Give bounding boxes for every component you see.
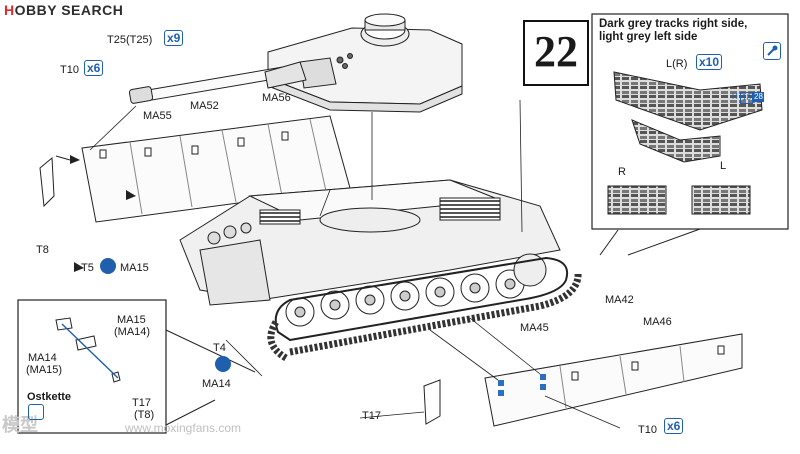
glue-icon <box>763 42 781 60</box>
label-r: R <box>618 166 626 178</box>
label-ma15-main: MA15 <box>120 262 149 274</box>
label-t17-main: T17 <box>362 410 381 422</box>
label-ma14-inset: MA14 <box>28 352 57 364</box>
track-loop <box>274 256 568 342</box>
qty-x9: x9 <box>164 30 184 46</box>
turret <box>267 13 463 113</box>
label-ma14-sub: (MA14) <box>114 326 151 338</box>
label-ma46: MA46 <box>643 316 672 328</box>
step-number: 22 <box>523 20 589 86</box>
track-link-drawing <box>607 71 763 215</box>
attach-icon-t4 <box>215 356 231 372</box>
right-skirt-panel <box>484 333 743 427</box>
label-ma14-main: MA14 <box>202 378 231 390</box>
label-l-r: L(R) <box>666 58 688 70</box>
qty-x6-top: x6 <box>84 60 104 76</box>
guide-lines <box>89 99 621 429</box>
attach-icon-ostkette <box>28 404 44 420</box>
track-note-line1: Dark grey tracks right side, <box>599 18 748 30</box>
label-ma15-inset: MA15 <box>117 314 146 326</box>
label-ma56: MA56 <box>262 92 291 104</box>
label-ostkette: Ostkette <box>27 391 72 403</box>
t8-plate <box>39 156 55 208</box>
label-ma52: MA52 <box>190 100 219 112</box>
attach-icon-t5 <box>100 258 116 274</box>
label-h-28: 28 <box>753 92 764 102</box>
ostkette-drawing <box>55 317 121 383</box>
watermark-chars: 模型 <box>2 415 38 435</box>
label-ma55: MA55 <box>143 110 172 122</box>
label-t8: T8 <box>36 244 49 256</box>
track-note: Dark grey tracks right side, light grey … <box>599 18 747 44</box>
hull <box>179 179 561 306</box>
label-t5: T5 <box>81 262 94 274</box>
label-t25: T25(T25) <box>107 34 153 46</box>
gun-barrel <box>128 61 307 104</box>
label-t10-top: T10 <box>60 64 79 76</box>
label-ma15-sub: (MA15) <box>26 364 63 376</box>
label-t10-bottom: T10 <box>638 424 657 436</box>
bracket-parts <box>498 374 546 396</box>
label-l: L <box>720 160 727 172</box>
qty-x10: x10 <box>696 54 723 70</box>
label-ma42: MA42 <box>605 294 634 306</box>
watermark-url: www.moxingfans.com <box>125 421 242 435</box>
track-note-line2: light grey left side <box>599 31 698 43</box>
label-h: H <box>732 92 738 101</box>
qty-x6-bottom: x6 <box>664 418 684 434</box>
brand-logo: HOBBY SEARCH <box>4 2 124 18</box>
label-h-18: 18 <box>740 92 753 104</box>
label-t17-inset: T17 <box>132 397 151 409</box>
road-wheels <box>285 253 547 327</box>
label-t4: T4 <box>213 342 226 354</box>
pointer-arrows <box>74 190 136 272</box>
t17-plate <box>423 379 441 425</box>
ostkette-inset-box <box>17 299 167 434</box>
label-t8-sub: (T8) <box>134 409 155 421</box>
label-ma45: MA45 <box>520 322 549 334</box>
